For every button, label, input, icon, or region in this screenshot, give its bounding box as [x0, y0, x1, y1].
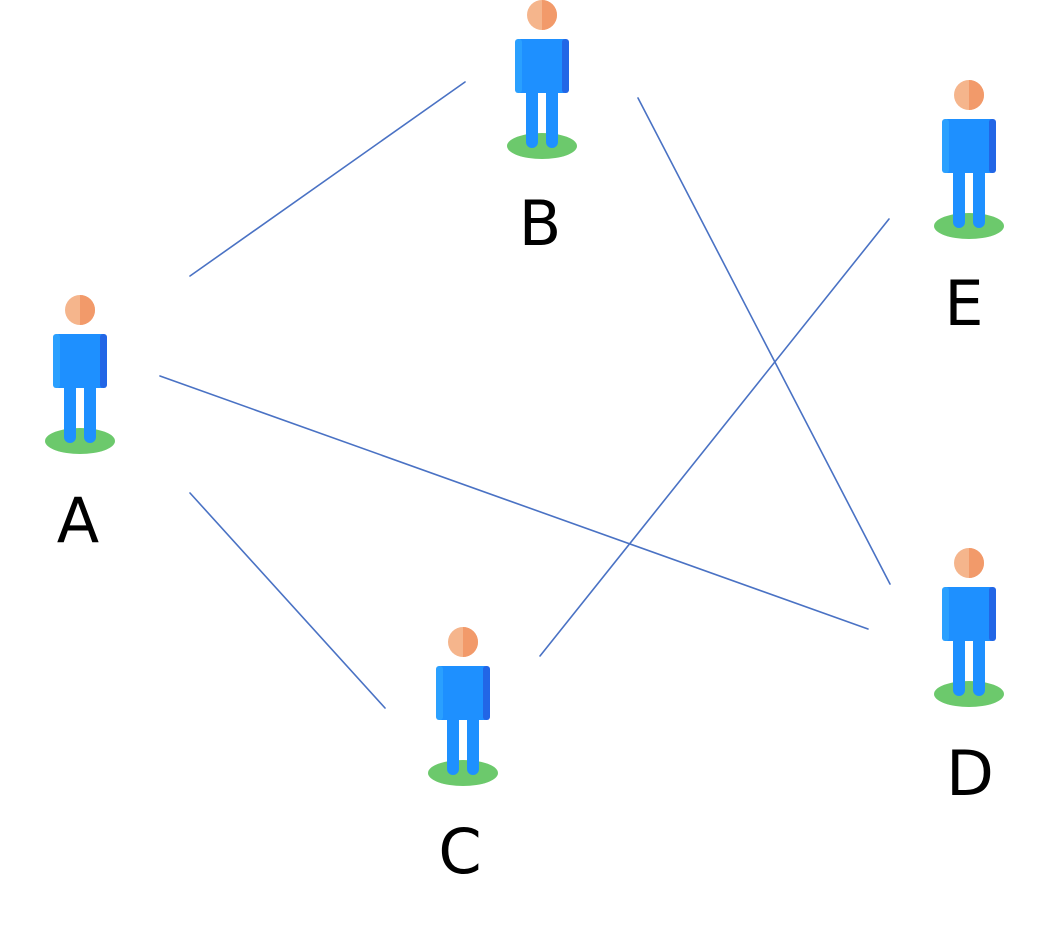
- edge-a-d: [159, 375, 869, 630]
- edge-a-c: [189, 492, 386, 709]
- edge-a-b: [189, 81, 466, 277]
- edge-b-d: [637, 97, 891, 585]
- edge-c-e: [539, 218, 890, 657]
- node-label-a: A: [57, 484, 99, 557]
- person-icon: [507, 0, 577, 159]
- node-label-e: E: [944, 267, 983, 340]
- nodes-layer: A B C D E: [45, 0, 1004, 888]
- person-icon: [934, 80, 1004, 239]
- node-label-c: C: [438, 815, 481, 888]
- node-c: C: [428, 627, 498, 888]
- person-icon: [934, 548, 1004, 707]
- edges-layer: [159, 81, 891, 709]
- node-e: E: [934, 80, 1004, 340]
- node-label-d: D: [946, 737, 994, 810]
- node-d: D: [934, 548, 1004, 810]
- person-icon: [45, 295, 115, 454]
- node-b: B: [507, 0, 577, 260]
- node-a: A: [45, 295, 115, 557]
- person-icon: [428, 627, 498, 786]
- node-label-b: B: [519, 187, 562, 260]
